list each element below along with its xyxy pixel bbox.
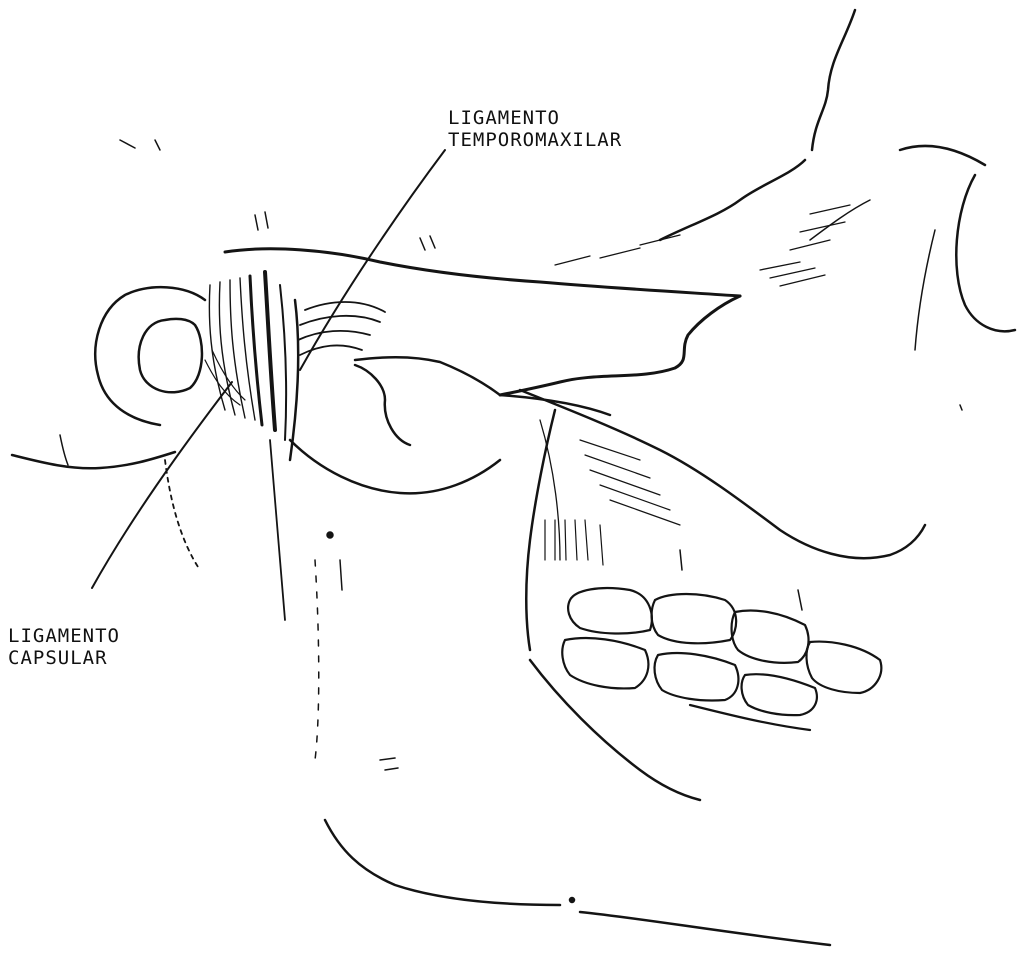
ear-region: [12, 287, 205, 468]
leader-lines: [92, 150, 445, 588]
label-ligamento-temporomaxilar: LIGAMENTO TEMPOROMAXILAR: [448, 107, 622, 151]
leader-line-capsular: [92, 382, 232, 588]
arch-hatching: [555, 205, 850, 286]
label-temporomaxilar-line1: LIGAMENTO: [448, 107, 622, 129]
orbit-contour: [660, 10, 1015, 350]
label-temporomaxilar-line2: TEMPOROMAXILAR: [448, 129, 622, 151]
zygomatic-arch: [225, 249, 740, 415]
teeth-row: [562, 588, 881, 730]
sketch-marks: [120, 140, 962, 903]
label-capsular-line1: LIGAMENTO: [8, 625, 120, 647]
maxilla-region: [520, 390, 925, 800]
label-capsular-line2: CAPSULAR: [8, 647, 120, 669]
maxilla-hatching: [545, 440, 680, 565]
mandible-ramus: [165, 365, 830, 945]
label-ligamento-capsular: LIGAMENTO CAPSULAR: [8, 625, 120, 669]
